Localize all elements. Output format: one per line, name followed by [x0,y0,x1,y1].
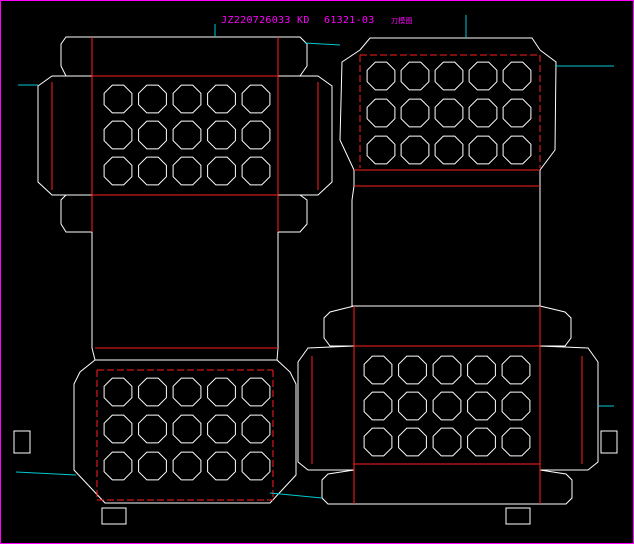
octagon-window [363,427,393,457]
octagon-window [366,98,396,128]
reg-mark-bottom-left [101,507,127,525]
octagon-window [398,391,427,421]
left-top-side-right [278,75,333,196]
octagon-window [138,156,167,186]
octagon-window [138,120,167,150]
left-top-flap-right [278,36,308,77]
left-connector [91,232,279,361]
left-top-side-left [37,75,92,196]
octagon-window [241,451,271,481]
octagon-window [502,61,532,91]
octagon-window [207,156,236,186]
octagon-window [501,391,531,421]
left-bottom-outline [73,359,297,504]
right-bottom-side-right [539,345,599,471]
octagon-window [501,355,531,385]
cut-lines [13,36,618,525]
right-top-tab [359,37,541,51]
part-code: 61321-03 [324,15,375,26]
octagon-window [432,391,462,421]
octagon-window [207,120,236,150]
octagon-window [207,377,236,407]
octagon-window [363,391,393,421]
octagon-window [241,377,271,407]
octagon-window [138,451,167,481]
right-connector [351,170,541,307]
octagon-window [467,391,496,421]
octagon-window [172,451,202,481]
right-bottom-side-left [297,345,355,471]
drawing-title: JZ220726033 KD 61321-03 刀模图 [0,15,634,26]
octagon-window [172,414,202,444]
octagon-window [502,135,532,165]
octagon-window [432,355,462,385]
octagon-window [207,451,236,481]
octagon-window [103,120,133,150]
octagon-window [468,135,498,165]
octagon-window [468,98,498,128]
octagon-window [434,98,464,128]
crease-lines [51,37,583,504]
octagon-window [434,135,464,165]
left-top-bottom-flaps [60,194,308,233]
octagon-window [138,414,167,444]
drawing-note: 刀模图 [390,17,413,25]
octagon-window [207,414,236,444]
octagon-window [103,377,133,407]
reg-mark-bottom-right [505,507,531,525]
octagon-window [501,427,531,457]
octagon-window [432,427,462,457]
reg-mark-right [600,430,618,454]
octagon-windows [103,61,532,481]
octagon-window [138,377,167,407]
octagon-window [398,427,427,457]
octagon-window [138,84,167,114]
octagon-window [398,355,427,385]
octagon-window [366,61,396,91]
octagon-window [103,84,133,114]
octagon-window [468,61,498,91]
octagon-window [103,414,133,444]
octagon-window [172,120,202,150]
octagon-window [103,451,133,481]
octagon-window [434,61,464,91]
left-top-flap [60,36,92,77]
octagon-window [241,414,271,444]
octagon-window [400,98,430,128]
octagon-window [400,135,430,165]
octagon-window [400,61,430,91]
job-number: JZ220726033 KD [221,15,310,26]
right-top-outline [339,49,557,171]
right-bottom-lower-flaps [321,469,573,505]
reg-mark-left [13,430,31,454]
octagon-window [172,84,202,114]
octagon-window [172,377,202,407]
octagon-window [502,98,532,128]
octagon-window [103,156,133,186]
octagon-window [241,84,271,114]
octagon-window [467,355,496,385]
octagon-window [172,156,202,186]
octagon-window [207,84,236,114]
octagon-window [366,135,396,165]
dimension-lines [15,15,614,499]
octagon-window [241,120,271,150]
octagon-window [241,156,271,186]
octagon-window [467,427,496,457]
right-bottom-top-flaps [323,305,572,347]
octagon-window [363,355,393,385]
